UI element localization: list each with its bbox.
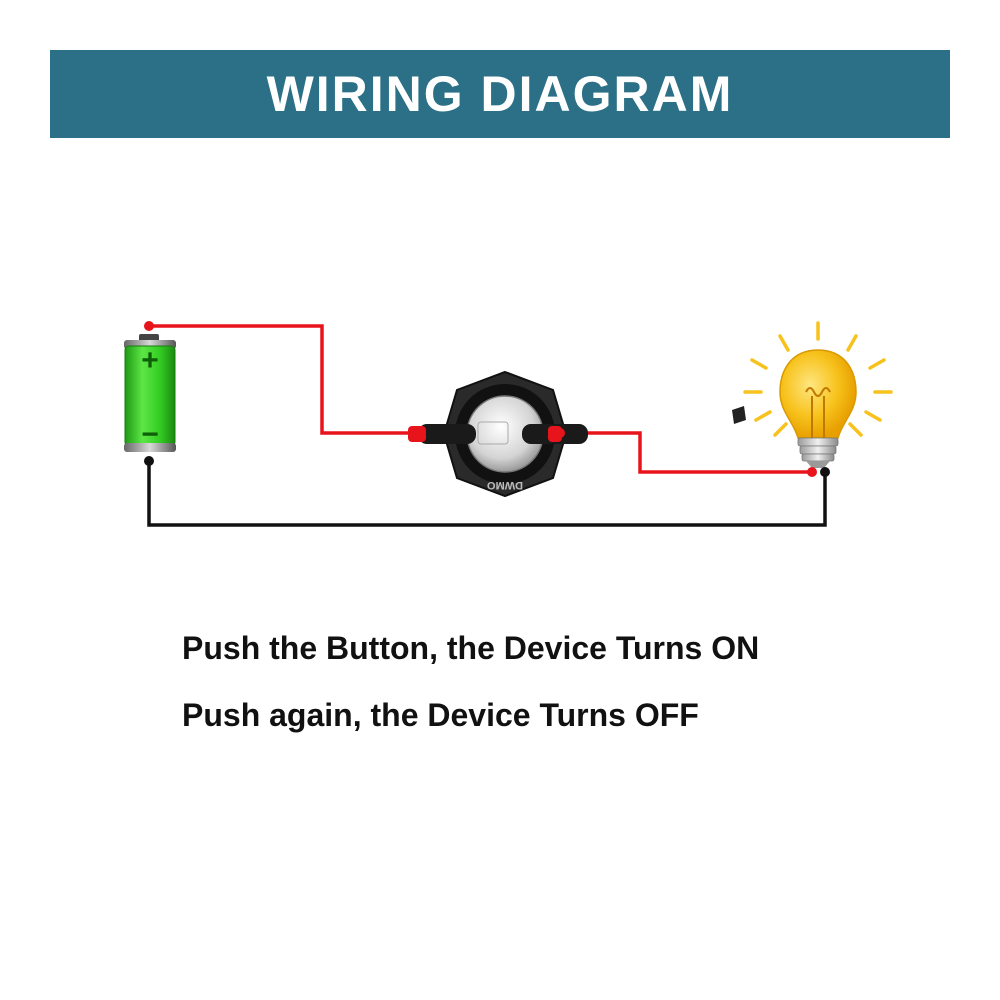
battery-negative-terminal (144, 456, 154, 466)
battery-plus-symbol: + (141, 344, 159, 377)
positive-wire-switch-to-lamp (560, 431, 812, 474)
positive-wire-battery-to-switch (149, 324, 410, 435)
title-banner: WIRING DIAGRAM (50, 50, 950, 138)
light-bulb-icon (743, 321, 893, 468)
battery-icon: + − (124, 334, 176, 452)
switch-engraving: DWMO (487, 479, 523, 491)
push-button-switch-icon: DWMO (408, 370, 588, 498)
switch-output-terminal (555, 428, 565, 438)
instruction-line-on: Push the Button, the Device Turns ON (182, 630, 760, 666)
page-title: WIRING DIAGRAM (266, 66, 734, 122)
lamp-positive-terminal (807, 467, 817, 477)
stray-mark (732, 406, 746, 424)
battery-minus-symbol: − (141, 418, 159, 451)
negative-wire (147, 461, 827, 527)
lamp-negative-terminal (820, 467, 830, 477)
instruction-line-off: Push again, the Device Turns OFF (182, 697, 699, 733)
battery-positive-terminal (144, 321, 154, 331)
